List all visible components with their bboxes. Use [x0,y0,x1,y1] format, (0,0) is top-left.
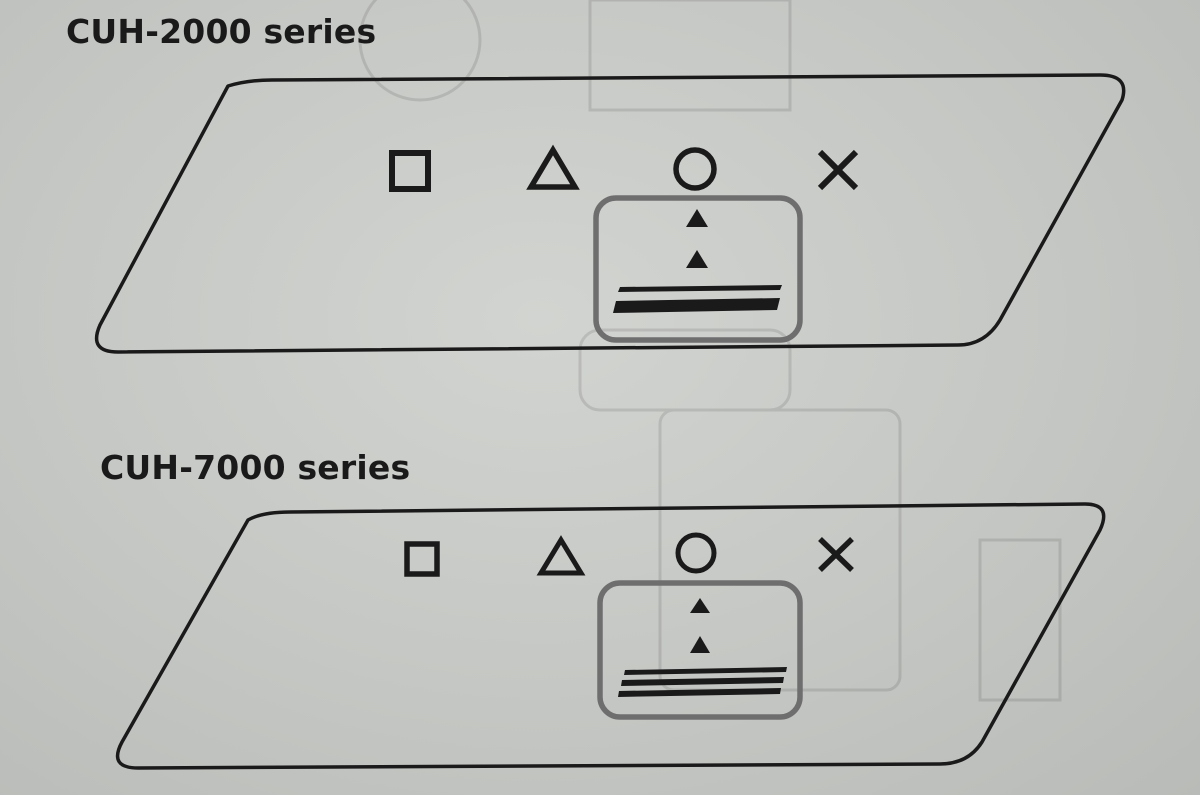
indicator-line [613,298,780,313]
indicator-box [593,195,803,343]
triangle-button-icon [536,535,586,576]
circle-button-icon [673,147,717,191]
triangle-button-icon [526,144,580,190]
controller-outline [94,73,1126,354]
cross-button-icon [818,537,854,572]
square-button-icon [404,541,440,577]
arrow-up-icon [686,209,708,227]
indicator-line [621,677,784,686]
series-title-cuh-2000: CUH-2000 series [66,12,377,51]
indicator-box [597,580,803,720]
indicator-line [618,688,781,697]
arrow-up-icon [690,636,710,653]
controller-outline [115,502,1106,770]
arrow-up-icon [686,250,708,268]
indicator-line [624,667,787,675]
circle-button-icon [675,532,717,574]
cross-button-icon [817,149,859,191]
arrow-up-icon [690,598,710,613]
square-button-icon [389,150,431,192]
indicator-line [618,285,782,292]
series-title-cuh-7000: CUH-7000 series [100,448,411,487]
